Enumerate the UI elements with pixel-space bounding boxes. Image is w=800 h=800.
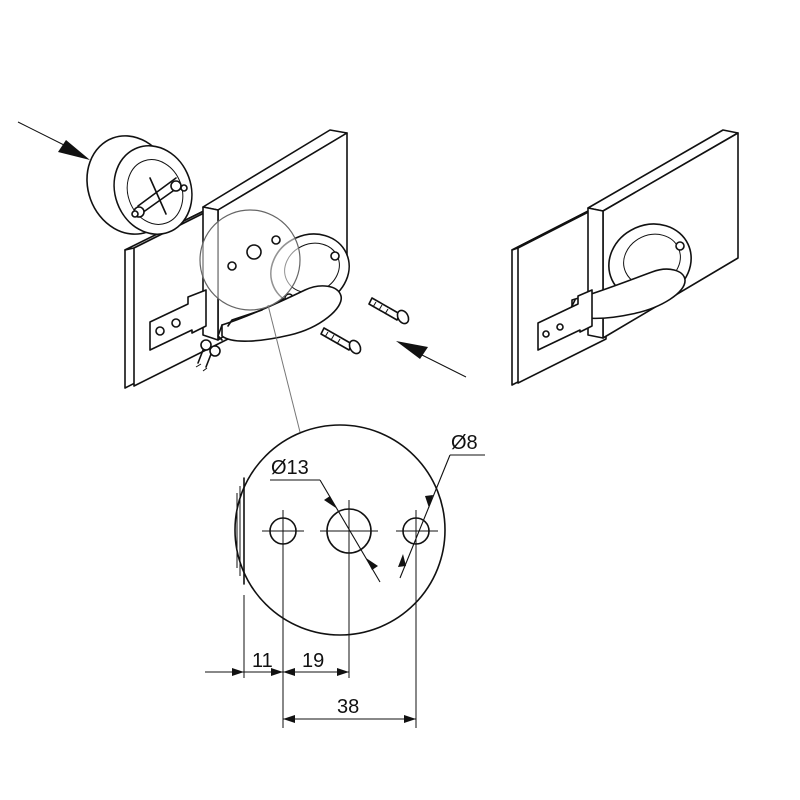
small-screws [195, 339, 221, 372]
dim-row-upper [205, 668, 349, 676]
long-screw-lower [320, 327, 362, 355]
exploded-view [17, 121, 467, 433]
insert-arrow-right [396, 341, 467, 378]
assembled-lock-body [569, 223, 692, 320]
assembled-strike-plate [537, 289, 593, 351]
center-lines [243, 500, 438, 728]
detail-circle [234, 424, 446, 636]
dim-row-lower [283, 715, 416, 723]
dim-edge-to-hole-label: 11 [252, 650, 273, 672]
dim-hole-to-center-label: 19 [302, 650, 324, 672]
insert-arrow-left [17, 121, 90, 160]
dim-overall-label: 38 [337, 696, 359, 718]
detail-callout-circle [199, 209, 301, 311]
dim-small-hole-label: Ø8 [451, 432, 478, 454]
glass-edge [236, 477, 245, 585]
dim-large-hole-label: Ø13 [271, 457, 309, 479]
strike-plate [149, 289, 207, 351]
dim-large-hole-leader [270, 479, 381, 583]
dim-small-hole-leader [398, 454, 485, 579]
detail-leader-line [267, 304, 301, 433]
assembled-view [511, 129, 739, 386]
round-escutcheon [86, 135, 193, 236]
long-screw-upper [368, 297, 410, 325]
assembled-left-panel [511, 202, 607, 386]
detail-view: Ø13 Ø8 11 19 38 [205, 424, 485, 728]
